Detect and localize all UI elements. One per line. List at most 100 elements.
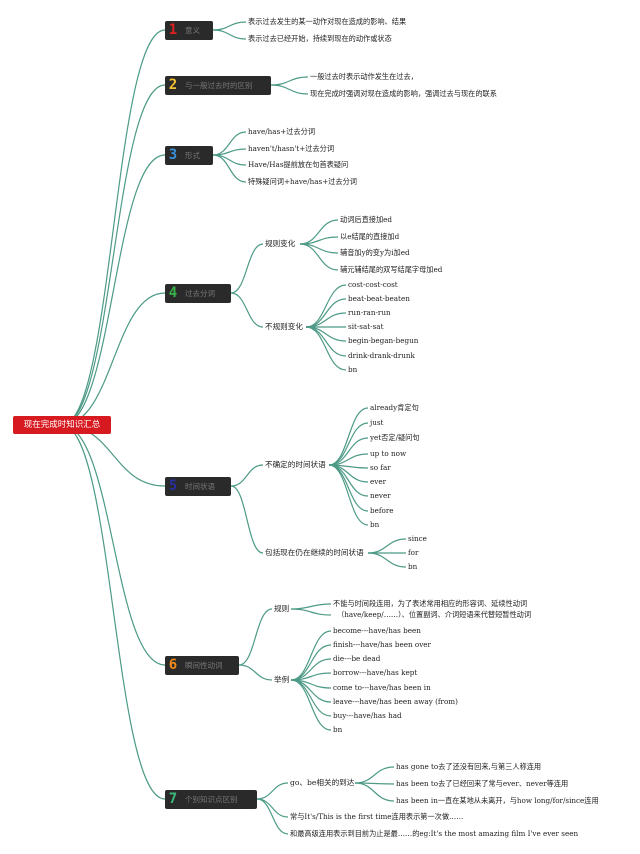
connector-curve — [290, 679, 332, 717]
leaf-2-1[interactable]: 一般过去时表示动作发生在过去， — [310, 72, 418, 81]
connector-curve — [238, 608, 273, 666]
leaf-6-1-2[interactable]: （have/keep/……）、位置副词、介词短语来代替短暂性动词 — [337, 610, 532, 619]
leaf-6-2-8[interactable]: bn — [333, 725, 343, 734]
leaf-4-2-4[interactable]: sit-sat-sat — [348, 322, 384, 331]
leaf-6-2-2[interactable]: finish---have/has been over — [333, 640, 431, 649]
leaf-5-1-6[interactable]: ever — [370, 477, 387, 486]
connector-curve — [299, 243, 339, 271]
number-badge-3: 3 — [168, 147, 178, 163]
leaf-2-2[interactable]: 现在完成时强调对现在造成的影响，强调过去与现在的联系 — [310, 89, 497, 98]
connector-curve — [230, 292, 264, 328]
leaf-5-1-8[interactable]: before — [370, 506, 394, 515]
connector-curve — [354, 782, 395, 802]
connector-curve — [61, 424, 166, 666]
connector-curve — [305, 326, 347, 357]
leaf-3-3[interactable]: Have/Has提前放在句首表疑问 — [248, 160, 349, 169]
group-5-continuing[interactable]: 包括现在仍在继续的时间状语 — [265, 548, 364, 557]
number-badge-6: 6 — [168, 657, 178, 673]
number-badge-1: 1 — [168, 22, 178, 38]
connector-curve — [290, 679, 332, 731]
group-5-uncertain[interactable]: 不确定的时间状语 — [265, 460, 326, 469]
leaf-6-2-4[interactable]: borrow---have/has kept — [333, 668, 418, 677]
leaf-7-1-1[interactable]: has gone to去了还没有回来,与第三人称连用 — [396, 762, 542, 771]
leaf-6-2-7[interactable]: buy---have/has had — [333, 711, 402, 720]
branch-label-7: 个别知识点区别 — [185, 795, 238, 804]
number-badge-2: 2 — [168, 77, 178, 93]
leaf-5-1-1[interactable]: already肯定句 — [370, 403, 419, 412]
group-7-go-be[interactable]: go、be相关的到达 — [290, 778, 355, 787]
leaf-4-1-3[interactable]: 辅音加y的变y为i加ed — [340, 248, 410, 257]
connector-curve — [328, 422, 369, 466]
connector-curve — [230, 464, 264, 487]
leaf-6-2-6[interactable]: leave---have/has been away (from) — [333, 697, 458, 706]
leaf-5-1-5[interactable]: so far — [370, 463, 391, 472]
leaf-4-2-3[interactable]: run-ran-run — [348, 308, 391, 317]
branch-node-6[interactable]: 6 瞬间性动词 — [165, 656, 239, 675]
leaf-4-1-4[interactable]: 辅元辅结尾的双写结尾字母加ed — [340, 265, 443, 274]
connector-curve — [328, 464, 369, 497]
leaf-5-1-7[interactable]: never — [370, 491, 391, 500]
connector-curve — [328, 464, 369, 512]
connector-curve — [354, 766, 395, 784]
leaf-4-2-5[interactable]: begin-began-begun — [348, 336, 419, 345]
leaf-5-1-3[interactable]: yet否定/疑问句 — [370, 433, 420, 442]
connector-curve — [270, 76, 309, 86]
leaf-5-2-2[interactable]: for — [408, 548, 419, 557]
leaf-6-1-1[interactable]: 不能与时间段连用，为了表述常用相应的形容词、延续性动词 — [333, 599, 528, 608]
connector-curve — [256, 798, 289, 835]
leaf-3-1[interactable]: have/has+过去分词 — [248, 127, 316, 136]
leaf-5-2-3[interactable]: bn — [408, 562, 418, 571]
root-node[interactable]: 现在完成时知识汇总 — [13, 416, 111, 434]
leaf-5-2-1[interactable]: since — [408, 534, 427, 543]
leaf-7-3[interactable]: 和最高级连用表示到目前为止是最……的eg:It's the most amazi… — [290, 829, 579, 838]
group-4-regular[interactable]: 规则变化 — [265, 239, 296, 248]
group-6-rule[interactable]: 规则 — [274, 604, 290, 613]
branch-label-1: 意义 — [185, 26, 200, 35]
leaf-3-2[interactable]: haven't/hasn't+过去分词 — [248, 144, 335, 153]
connector-curve — [290, 644, 332, 681]
leaf-1-2[interactable]: 表示过去已经开始，持续到现在的动作或状态 — [248, 34, 392, 43]
connector-curve — [328, 464, 369, 526]
connector-curve — [230, 485, 264, 554]
leaf-4-2-1[interactable]: cost-cost-cost — [348, 280, 398, 289]
connector-curve — [305, 326, 347, 371]
leaf-3-4[interactable]: 特殊疑问词+have/has+过去分词 — [248, 177, 357, 186]
connector-curve — [270, 84, 309, 95]
leaf-5-1-9[interactable]: bn — [370, 520, 380, 529]
leaf-6-2-3[interactable]: die---be dead — [333, 654, 381, 663]
group-6-examples[interactable]: 举例 — [274, 675, 290, 684]
branch-node-1[interactable]: 1 意义 — [165, 21, 213, 40]
leaf-4-2-7[interactable]: bn — [348, 365, 358, 374]
connector-curve — [61, 424, 166, 800]
leaf-5-1-2[interactable]: just — [370, 418, 384, 427]
connector-curve — [367, 552, 407, 568]
leaf-5-1-4[interactable]: up to now — [370, 449, 407, 458]
leaf-4-2-6[interactable]: drink-drank-drunk — [348, 351, 415, 360]
connector-curve — [61, 292, 166, 426]
leaf-4-2-2[interactable]: beat-beat-beaten — [348, 294, 410, 303]
leaf-6-2-1[interactable]: become---have/has been — [333, 626, 421, 635]
branch-label-5: 时间状语 — [185, 482, 215, 491]
branch-node-7[interactable]: 7 个别知识点区别 — [165, 790, 257, 809]
group-4-irregular[interactable]: 不规则变化 — [265, 322, 303, 331]
leaf-6-2-5[interactable]: come to---have/has been in — [333, 683, 431, 692]
leaf-7-2[interactable]: 常与It's/This is the first time连用表示第一次做…… — [290, 812, 464, 821]
connector-curve — [212, 21, 247, 31]
connector-curve — [290, 608, 332, 616]
branch-label-6: 瞬间性动词 — [185, 661, 223, 670]
connector-curve — [290, 630, 332, 681]
leaf-7-1-3[interactable]: has been in一直在某地从未离开，与how long/for/since… — [396, 796, 599, 805]
number-badge-7: 7 — [168, 791, 178, 807]
leaf-4-1-2[interactable]: 以e结尾的直接加d — [340, 232, 400, 241]
leaf-1-1[interactable]: 表示过去发生的某一动作对现在造成的影响、结果 — [248, 17, 407, 26]
connector-curve — [238, 664, 273, 681]
leaf-4-1-1[interactable]: 动词后直接加ed — [340, 215, 392, 224]
connector-curve — [212, 29, 247, 40]
leaf-7-1-2[interactable]: has been to去了已经回来了常与ever、never等连用 — [396, 779, 569, 788]
